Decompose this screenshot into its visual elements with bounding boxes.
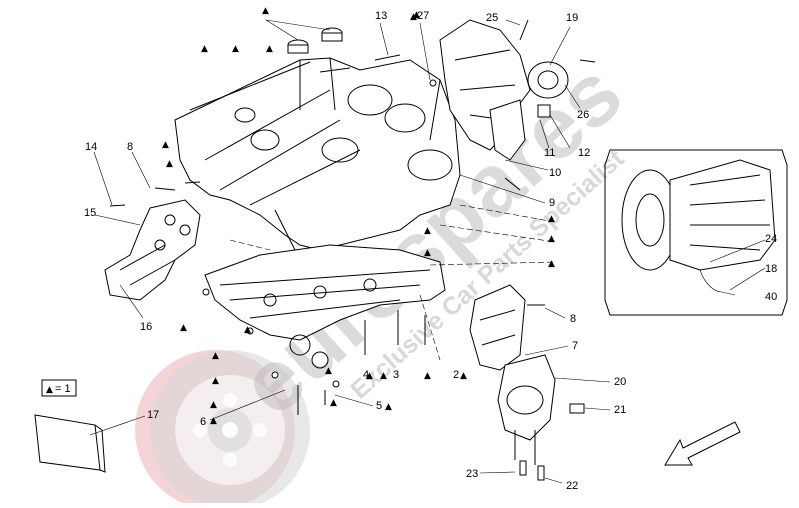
triangle-marker-icon: ▲ [166,159,173,169]
callout-3: 3 [393,369,399,381]
callout-6: 6 [200,416,206,428]
callout-13: 13 [375,10,387,22]
callout-5: 5 [376,400,382,412]
callout-7: 7 [572,340,578,352]
engine-mount-bracket-left [104,199,201,301]
triangle-marker-icon: ▲ [262,6,269,16]
callout-labels: 13 ▲ 27 25 19 26 14 8 15 16 11 12 10 9 2… [84,10,777,492]
triangle-marker-icon: ▲ [330,398,337,408]
triangle-marker-icon: ▲ [212,351,219,361]
callout-18: 18 [765,263,777,275]
triangle-marker-icon: ▲ [385,402,392,412]
triangle-marker-icon: ▲ [180,323,187,333]
legend-triangle-icon: ▲ [46,385,53,395]
callout-26: 26 [577,109,589,121]
triangle-marker-icon: ▲ [460,371,467,381]
plugs-top [287,27,343,54]
triangle-marker-icon: ▲ [244,325,251,335]
bolts [109,19,596,415]
callout-10: 10 [549,167,561,179]
callout-14: 14 [85,141,97,153]
triangle-marker-icon: ▲ [424,371,431,381]
triangle-marker-icon: ▲ [232,44,239,54]
callout-9: 9 [549,197,555,209]
callout-22: 22 [566,480,578,492]
triangle-marker-icon: ▲ [424,226,431,236]
callout-40: 40 [765,291,777,303]
triangle-marker-icon: ▲ [201,44,208,54]
triangle-marker-icon: ▲ [366,371,373,381]
triangle-marker-icon: ▲ [413,10,420,20]
callout-21: 21 [614,404,626,416]
triangle-marker-icon: ▲ [325,366,332,376]
callout-24: 24 [765,233,777,245]
triangle-marker-icon: ▲ [548,259,555,269]
bedplate [204,244,446,369]
callout-27: 27 [417,10,429,22]
triangle-marker-icon: ▲ [266,44,273,54]
callout-25: 25 [486,12,498,24]
callout-12: 12 [578,147,590,159]
legend-box: ▲ = 1 [41,379,77,397]
callout-16: 16 [140,321,152,333]
arrow-left-down-icon [664,421,741,466]
upper-accessory-bracket [439,19,569,161]
callout-19: 19 [566,12,578,24]
callout-2: 2 [453,369,459,381]
callout-4: 4 [363,369,369,381]
triangle-marker-icon: ▲ [548,234,555,244]
callout-8-left: 8 [127,141,133,153]
triangle-marker-icon: ▲ [210,400,217,410]
legend-text: = 1 [55,383,71,395]
triangle-marker-icon: ▲ [424,248,431,258]
triangle-marker-icon: ▲ [380,371,387,381]
triangle-markers: ▲ ▲ ▲ ▲ ▲ ▲ ▲ ▲ ▲ ▲ ▲ ▲ ▲ ▲ ▲ ▲ ▲ ▲ ▲ ▲ ▲ ▲ ▲ ▲ ▲ [162,6,555,426]
triangle-marker-icon: ▲ [410,12,417,22]
callout-23: 23 [466,468,478,480]
leader-lines [89,19,766,484]
transmission-inset [604,149,788,316]
label-sticker-17 [34,414,106,473]
callout-15: 15 [84,207,96,219]
callout-11: 11 [544,147,555,159]
callout-20: 20 [614,376,626,388]
engine-mount-right [469,284,585,481]
triangle-marker-icon: ▲ [162,140,169,150]
triangle-marker-icon: ▲ [212,376,219,386]
triangle-marker-icon: ▲ [548,214,555,224]
callout-17: 17 [147,409,159,421]
callout-8-right: 8 [570,313,576,325]
triangle-marker-icon: ▲ [210,416,217,426]
